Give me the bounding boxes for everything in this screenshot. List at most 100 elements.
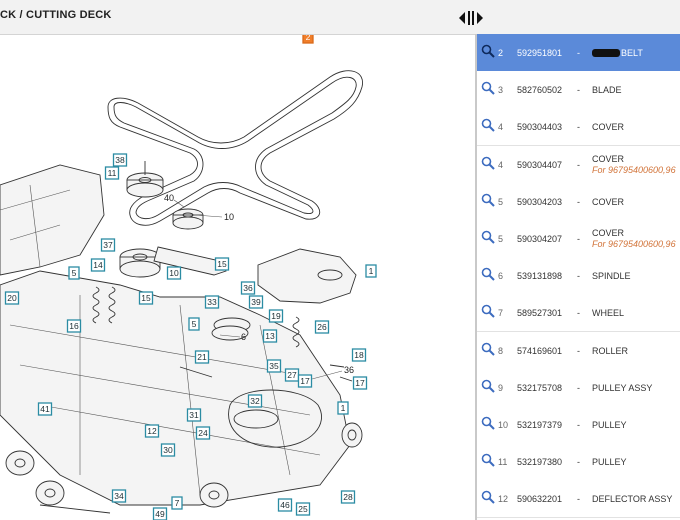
callout-20[interactable]: 20: [4, 291, 20, 305]
magnifier-icon[interactable]: [481, 81, 495, 95]
magnifier-icon[interactable]: [481, 267, 495, 281]
callout-35[interactable]: 35: [266, 359, 282, 373]
callout-46[interactable]: 46: [277, 498, 293, 512]
position-number: 12: [498, 494, 509, 505]
pulley-idler-drawing[interactable]: [172, 208, 204, 230]
callout-38[interactable]: 38: [112, 153, 128, 167]
cutting-deck-drawing[interactable]: [0, 270, 351, 506]
callout-5[interactable]: 5: [188, 317, 200, 331]
right-cover-drawing[interactable]: [257, 248, 357, 304]
pulley-upper-drawing[interactable]: [126, 161, 164, 198]
label-36[interactable]: 36: [344, 365, 354, 375]
callout-15[interactable]: 15: [138, 291, 154, 305]
magnifier-icon[interactable]: [481, 193, 495, 207]
label-40[interactable]: 40: [164, 193, 174, 203]
callout-15[interactable]: 15: [214, 257, 230, 271]
callout-19[interactable]: 19: [268, 309, 284, 323]
callout-49[interactable]: 49: [152, 507, 168, 520]
svg-text:24: 24: [198, 428, 208, 438]
svg-text:12: 12: [147, 426, 157, 436]
magnifier-icon[interactable]: [481, 156, 495, 170]
svg-text:18: 18: [354, 350, 364, 360]
magnifier-icon[interactable]: [481, 44, 495, 58]
svg-text:28: 28: [343, 492, 353, 502]
callout-21[interactable]: 21: [194, 350, 210, 364]
callout-16[interactable]: 16: [66, 319, 82, 333]
callout-36[interactable]: 36: [240, 281, 256, 295]
callout-11[interactable]: 11: [104, 166, 120, 180]
callout-13[interactable]: 13: [262, 329, 278, 343]
label-6[interactable]: 6: [241, 332, 246, 342]
callout-34[interactable]: 34: [111, 489, 127, 503]
callout-24[interactable]: 24: [195, 426, 211, 440]
callout-18[interactable]: 18: [351, 348, 367, 362]
magnifier-icon[interactable]: [481, 453, 495, 467]
part-description: DEFLECTOR ASSY: [592, 494, 672, 504]
magnifier-icon[interactable]: [481, 416, 495, 430]
callout-41[interactable]: 41: [37, 402, 53, 416]
panel-divider: [475, 34, 477, 520]
callout-39[interactable]: 39: [248, 295, 264, 309]
magnifier-icon[interactable]: [481, 379, 495, 393]
magnifier-icon[interactable]: [481, 490, 495, 505]
magnifier-icon[interactable]: [481, 304, 495, 319]
callout-17[interactable]: 17: [352, 376, 368, 390]
belt-drawing[interactable]: [107, 70, 363, 226]
svg-text:21: 21: [197, 352, 207, 362]
svg-text:2: 2: [306, 35, 311, 42]
svg-text:30: 30: [163, 445, 173, 455]
position-number: 4: [498, 159, 504, 170]
callout-30[interactable]: 30: [160, 443, 176, 457]
callout-32[interactable]: 32: [247, 394, 263, 408]
callout-37[interactable]: 37: [100, 238, 116, 252]
idler-arm-drawing: [153, 246, 227, 276]
part-number: 590304203: [517, 196, 563, 207]
svg-text:27: 27: [287, 370, 297, 380]
callout-14[interactable]: 14: [90, 258, 106, 272]
callout-26[interactable]: 26: [314, 320, 330, 334]
callout-12[interactable]: 12: [144, 424, 160, 438]
callout-5[interactable]: 5: [68, 266, 80, 280]
part-description-text: COVER: [592, 196, 625, 207]
callout-28[interactable]: 28: [340, 490, 356, 504]
callout-17[interactable]: 17: [297, 374, 313, 388]
wheel-drawing[interactable]: [5, 422, 363, 508]
magnifier-icon[interactable]: [481, 342, 495, 356]
separator-dash: -: [577, 457, 580, 468]
callout-10[interactable]: 10: [166, 266, 182, 280]
callout-25[interactable]: 25: [295, 502, 311, 516]
svg-text:13: 13: [265, 331, 275, 341]
spindle-drawing[interactable]: [233, 409, 279, 429]
callout-33[interactable]: 33: [204, 295, 220, 309]
panel-resize-handle[interactable]: [458, 10, 484, 26]
arrow-left-icon: [459, 12, 465, 24]
callout-2[interactable]: 2: [302, 35, 314, 44]
magnifier-icon[interactable]: [481, 230, 495, 244]
label-10[interactable]: 10: [224, 212, 234, 222]
pulley-mid-drawing[interactable]: [119, 248, 161, 278]
svg-text:17: 17: [300, 376, 310, 386]
model-note: For 96795400600,96: [592, 164, 676, 175]
part-description-text: ROLLER: [592, 345, 629, 356]
magnifier-icon[interactable]: [481, 118, 495, 133]
callout-27[interactable]: 27: [284, 368, 300, 382]
callout-1[interactable]: 1: [365, 264, 377, 278]
callout-1[interactable]: 1: [337, 401, 349, 415]
callout-31[interactable]: 31: [186, 408, 202, 422]
callout-7[interactable]: 7: [171, 496, 183, 510]
